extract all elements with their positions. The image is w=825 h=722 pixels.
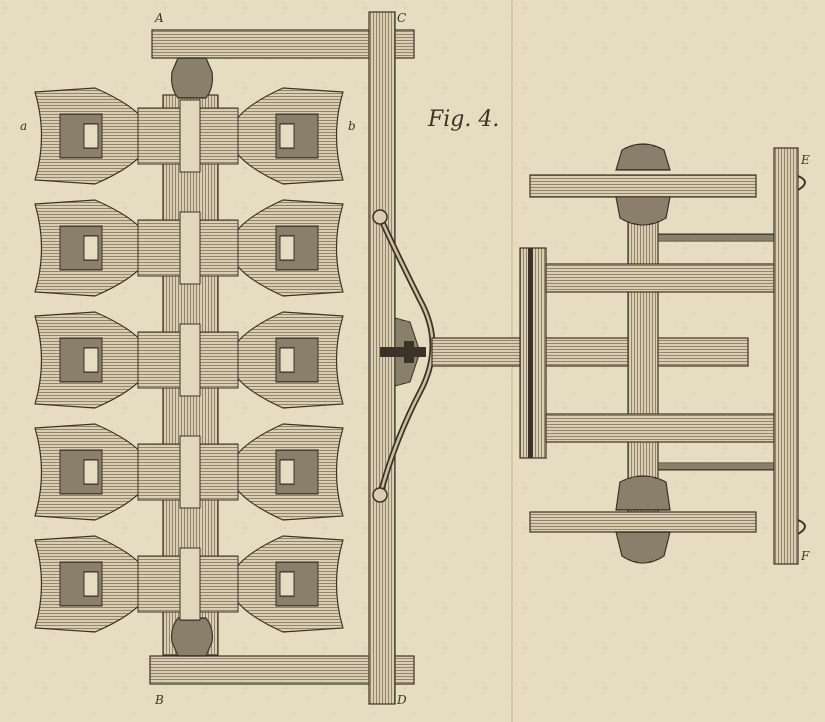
top-hub — [615, 143, 671, 171]
roller-row — [34, 87, 344, 185]
top-bearing — [171, 57, 213, 99]
roller-row — [34, 423, 344, 521]
spring-pivot-bottom — [372, 487, 388, 503]
upper-frame-bar — [545, 263, 775, 293]
center-post — [627, 199, 659, 513]
bottom-hub — [615, 475, 671, 511]
roller-row — [34, 199, 344, 297]
screw-nut — [404, 341, 414, 363]
drawbar — [431, 337, 749, 367]
frame-assembly — [431, 143, 806, 565]
bottom-bearing — [171, 617, 213, 657]
hook-bottom — [797, 519, 806, 535]
label-a: a — [20, 119, 27, 133]
hook-top — [797, 175, 806, 191]
roller-row — [34, 311, 344, 409]
lower-frame-bar — [545, 413, 775, 443]
upper-tie-rod — [657, 233, 775, 242]
label-E: E — [800, 153, 810, 167]
label-F: F — [800, 549, 810, 563]
label-A: A — [154, 11, 164, 25]
side-beam — [368, 11, 396, 705]
lower-tie-rod — [657, 462, 775, 471]
label-b: b — [348, 119, 356, 133]
label-B: B — [154, 693, 164, 707]
right-beam — [773, 147, 799, 565]
screw-bolt — [380, 347, 426, 357]
figure-caption: Fig. 4. — [427, 107, 499, 132]
top-hub-lower — [615, 196, 671, 226]
roller-assembly — [34, 11, 436, 705]
bottom-wheel — [529, 511, 757, 533]
label-C: C — [397, 11, 406, 25]
spring-pivot-top — [372, 209, 388, 225]
top-wheel — [529, 174, 757, 198]
roller-row — [34, 535, 344, 633]
bottom-hub-lower — [615, 531, 671, 564]
label-D: D — [396, 693, 407, 707]
